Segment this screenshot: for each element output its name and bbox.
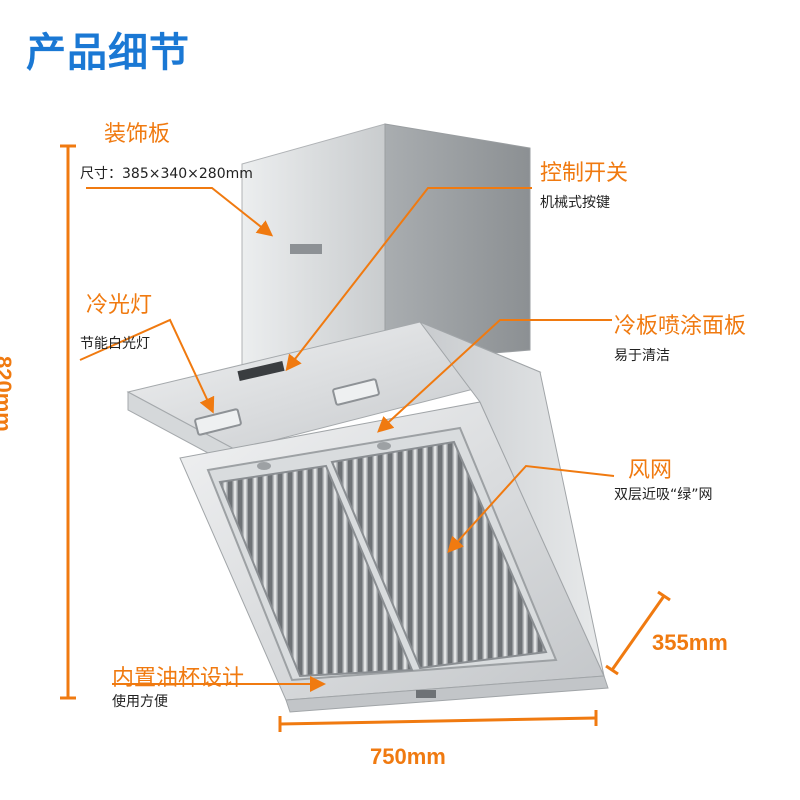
bottom-edge	[285, 675, 609, 713]
leader-filter	[447, 464, 615, 553]
callout-decor-title: 装饰板	[104, 122, 171, 147]
oil-cup	[416, 690, 436, 698]
page-title: 产品细节	[26, 30, 190, 76]
lamp-right	[332, 378, 380, 406]
callout-panel-sub: 易于清洁	[614, 348, 670, 364]
leader-decor	[86, 187, 274, 237]
lamp-left	[194, 408, 242, 436]
callout-control-sub: 机械式按键	[540, 195, 610, 211]
leader-control	[285, 187, 532, 372]
callout-panel-title: 冷板喷涂面板	[614, 314, 747, 339]
callout-filter-title: 风网	[628, 458, 673, 483]
callout-filter-sub: 双层近吸“绿”网	[614, 487, 713, 503]
callout-light-sub: 节能白光灯	[80, 336, 150, 352]
leader-light	[79, 318, 215, 414]
width-dim-line	[279, 716, 597, 726]
callout-decor-sub: 尺寸：385×340×280mm	[80, 166, 253, 182]
filter-handle-right	[377, 442, 391, 450]
chimney-side	[384, 123, 531, 363]
filter-handle-left	[257, 462, 271, 470]
dimension-lines	[60, 144, 671, 732]
callout-light-title: 冷光灯	[86, 293, 153, 318]
depth-dim-line	[610, 595, 666, 671]
leader-panel	[377, 319, 612, 433]
callout-oilcup-title: 内置油杯设计	[112, 666, 245, 691]
brand-mark-plate	[290, 244, 322, 254]
filter-right	[330, 440, 548, 670]
callout-control-title: 控制开关	[540, 161, 629, 186]
dimension-width: 750mm	[370, 744, 446, 769]
filter-left	[218, 464, 414, 678]
dimension-depth: 355mm	[652, 630, 728, 655]
callout-oilcup-sub: 使用方便	[112, 694, 168, 710]
control-buttons	[237, 360, 285, 382]
dimension-height: 820mm	[0, 356, 16, 432]
